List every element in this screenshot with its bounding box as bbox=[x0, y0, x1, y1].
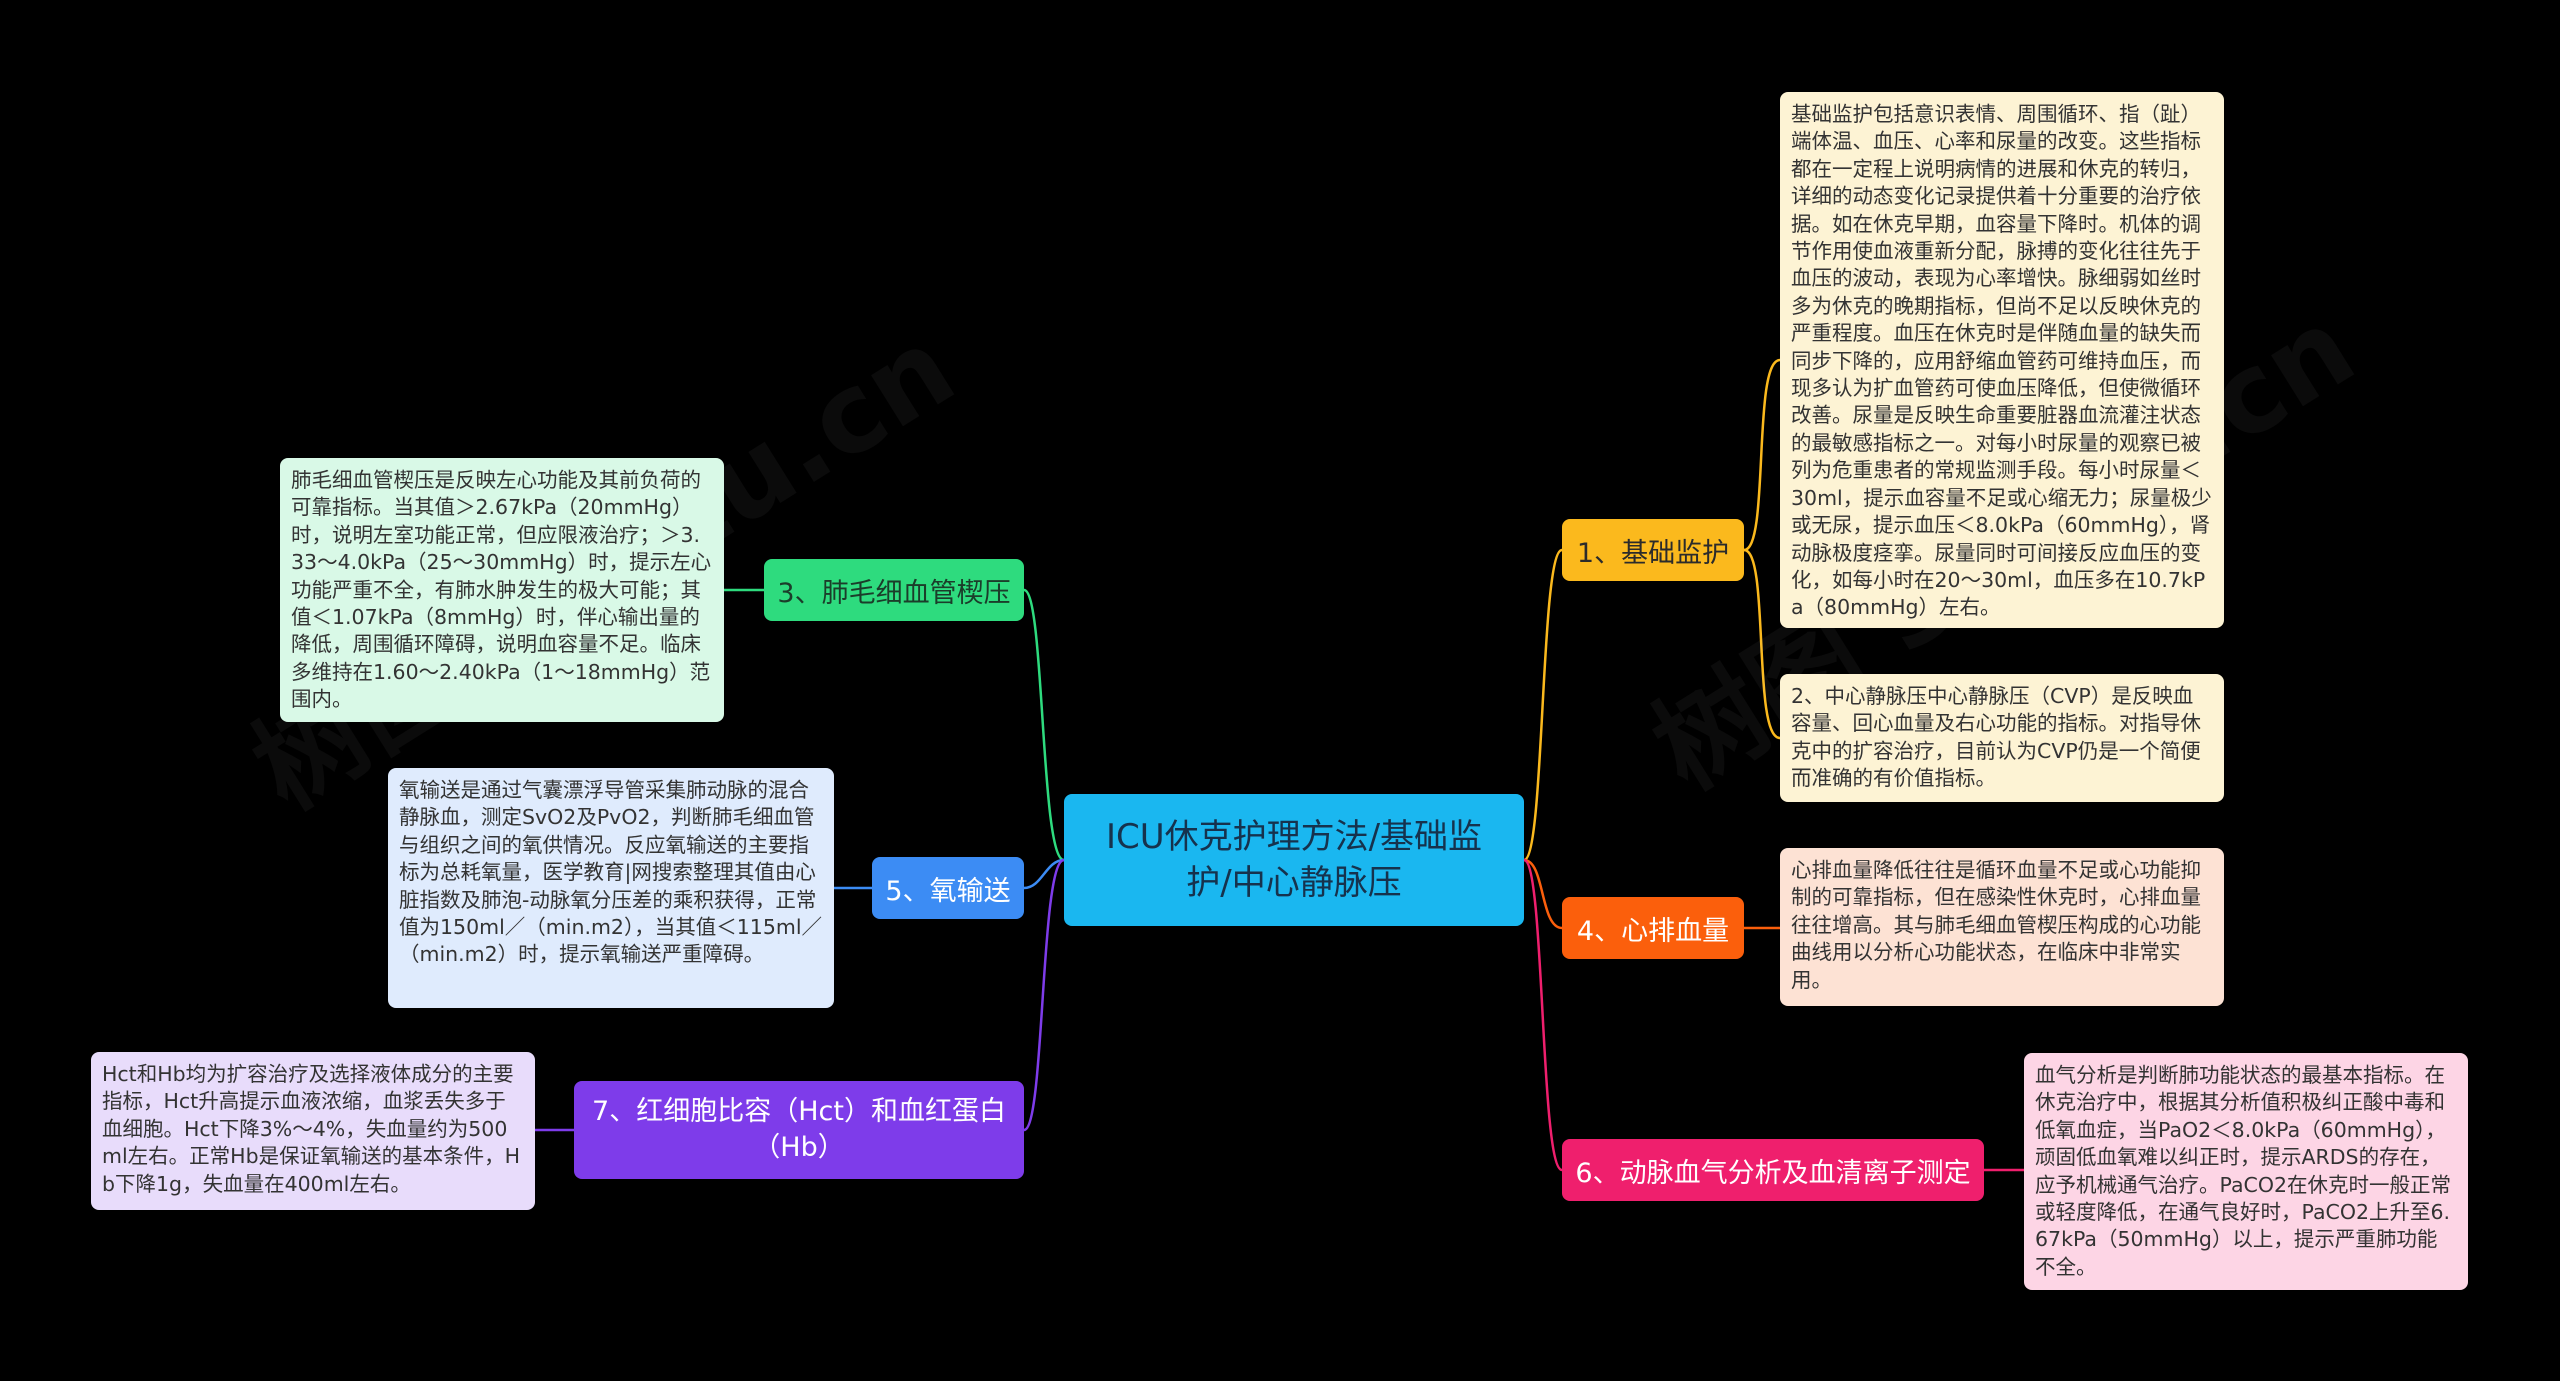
branch-basic-monitoring[interactable]: 1、基础监护 bbox=[1562, 519, 1744, 581]
central-topic[interactable]: ICU休克护理方法/基础监护/中心静脉压 bbox=[1064, 794, 1524, 926]
connector-b7 bbox=[1023, 858, 1065, 1132]
branch-blood-gas[interactable]: 6、动脉血气分析及血清离子测定 bbox=[1562, 1139, 1984, 1201]
branch-hct-hb[interactable]: 7、红细胞比容（Hct）和血红蛋白（Hb） bbox=[574, 1081, 1024, 1179]
note-pcwp: 肺毛细血管楔压是反映左心功能及其前负荷的可靠指标。当其值＞2.67kPa（20m… bbox=[280, 458, 724, 722]
note-blood-gas: 血气分析是判断肺功能状态的最基本指标。在休克治疗中，根据其分析值积极纠正酸中毒和… bbox=[2024, 1053, 2468, 1290]
note-cvp: 2、中心静脉压中心静脉压（CVP）是反映血容量、回心血量及右心功能的指标。对指导… bbox=[1780, 674, 2224, 802]
connector-b1-note1 bbox=[1743, 358, 1781, 552]
connector-b5 bbox=[1023, 858, 1065, 890]
connector-b4 bbox=[1523, 858, 1563, 930]
note-hct-hb: Hct和Hb均为扩容治疗及选择液体成分的主要指标，Hct升高提示血液浓缩，血浆丢… bbox=[91, 1052, 535, 1210]
branch-cardiac-output[interactable]: 4、心排血量 bbox=[1562, 897, 1744, 959]
branch-oxygen-delivery[interactable]: 5、氧输送 bbox=[872, 857, 1024, 919]
connector-b1-note2 bbox=[1743, 548, 1781, 740]
connector-b6 bbox=[1522, 858, 1564, 1172]
connector-b1 bbox=[1522, 548, 1564, 862]
branch-pcwp[interactable]: 3、肺毛细血管楔压 bbox=[764, 559, 1024, 621]
note-oxygen-delivery: 氧输送是通过气囊漂浮导管采集肺动脉的混合静脉血，测定SvO2及PvO2，判断肺毛… bbox=[388, 768, 834, 1008]
note-basic-monitoring: 基础监护包括意识表情、周围循环、指（趾）端体温、血压、心率和尿量的改变。这些指标… bbox=[1780, 92, 2224, 628]
connector-b3 bbox=[1023, 588, 1065, 862]
note-cardiac-output: 心排血量降低往往是循环血量不足或心功能抑制的可靠指标，但在感染性休克时，心排血量… bbox=[1780, 848, 2224, 1006]
